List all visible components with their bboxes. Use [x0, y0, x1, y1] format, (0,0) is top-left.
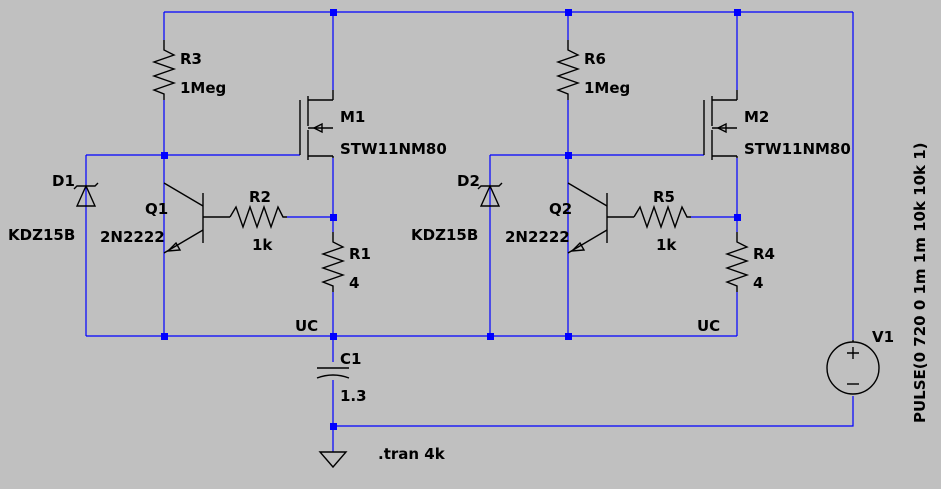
m1-name: M1 — [340, 108, 365, 126]
r2-name: R2 — [249, 188, 271, 206]
r1-value: 4 — [349, 274, 359, 292]
c1-value: 1.3 — [340, 387, 367, 405]
d1-name: D1 — [52, 172, 75, 190]
c1-name: C1 — [340, 350, 361, 368]
r6-name: R6 — [584, 50, 606, 68]
spice-directive[interactable]: .tran 4k — [378, 445, 446, 463]
r2-value: 1k — [252, 236, 273, 254]
r3-value: 1Meg — [180, 79, 226, 97]
voltage-source-v1[interactable]: V1 PULSE(0 720 0 1m 1m 10k 10k 1) — [826, 142, 929, 423]
mosfet-m1[interactable]: M1 STW11NM80 — [299, 90, 447, 160]
resistor-r3[interactable]: R3 1Meg — [151, 40, 226, 100]
q1-name: Q1 — [145, 200, 168, 218]
mosfet-m2[interactable]: M2 STW11NM80 — [703, 90, 851, 160]
m2-name: M2 — [744, 108, 769, 126]
r4-name: R4 — [753, 245, 775, 263]
resistor-r1[interactable]: R1 4 — [320, 232, 371, 292]
d2-value: KDZ15B — [411, 226, 478, 244]
q2-value: 2N2222 — [505, 228, 570, 246]
r5-name: R5 — [653, 188, 675, 206]
m2-value: STW11NM80 — [744, 140, 851, 158]
v1-value: PULSE(0 720 0 1m 1m 10k 10k 1) — [911, 142, 929, 423]
junctions — [161, 9, 741, 430]
wires — [85, 11, 854, 452]
q2-name: Q2 — [549, 200, 572, 218]
bjt-q2[interactable]: Q2 2N2222 — [505, 182, 634, 254]
diode-d1[interactable]: D1 KDZ15B — [8, 172, 99, 244]
r3-name: R3 — [180, 50, 202, 68]
resistor-r2[interactable]: R2 1k — [229, 188, 287, 254]
net-label-uc-left: UC — [295, 317, 318, 335]
r5-value: 1k — [656, 236, 677, 254]
d1-value: KDZ15B — [8, 226, 75, 244]
diode-d2[interactable]: D2 KDZ15B — [411, 172, 503, 244]
d2-name: D2 — [457, 172, 480, 190]
m1-value: STW11NM80 — [340, 140, 447, 158]
r6-value: 1Meg — [584, 79, 630, 97]
capacitor-c1[interactable]: C1 1.3 — [316, 350, 367, 405]
ground-symbol[interactable] — [318, 451, 348, 469]
resistor-r5[interactable]: R5 1k — [633, 188, 691, 254]
q1-value: 2N2222 — [100, 228, 165, 246]
net-label-uc-right: UC — [697, 317, 720, 335]
resistor-r4[interactable]: R4 4 — [724, 232, 775, 292]
v1-name: V1 — [872, 328, 894, 346]
resistor-r6[interactable]: R6 1Meg — [555, 40, 630, 100]
r1-name: R1 — [349, 245, 371, 263]
bjt-q1[interactable]: Q1 2N2222 — [100, 182, 230, 254]
r4-value: 4 — [753, 274, 763, 292]
